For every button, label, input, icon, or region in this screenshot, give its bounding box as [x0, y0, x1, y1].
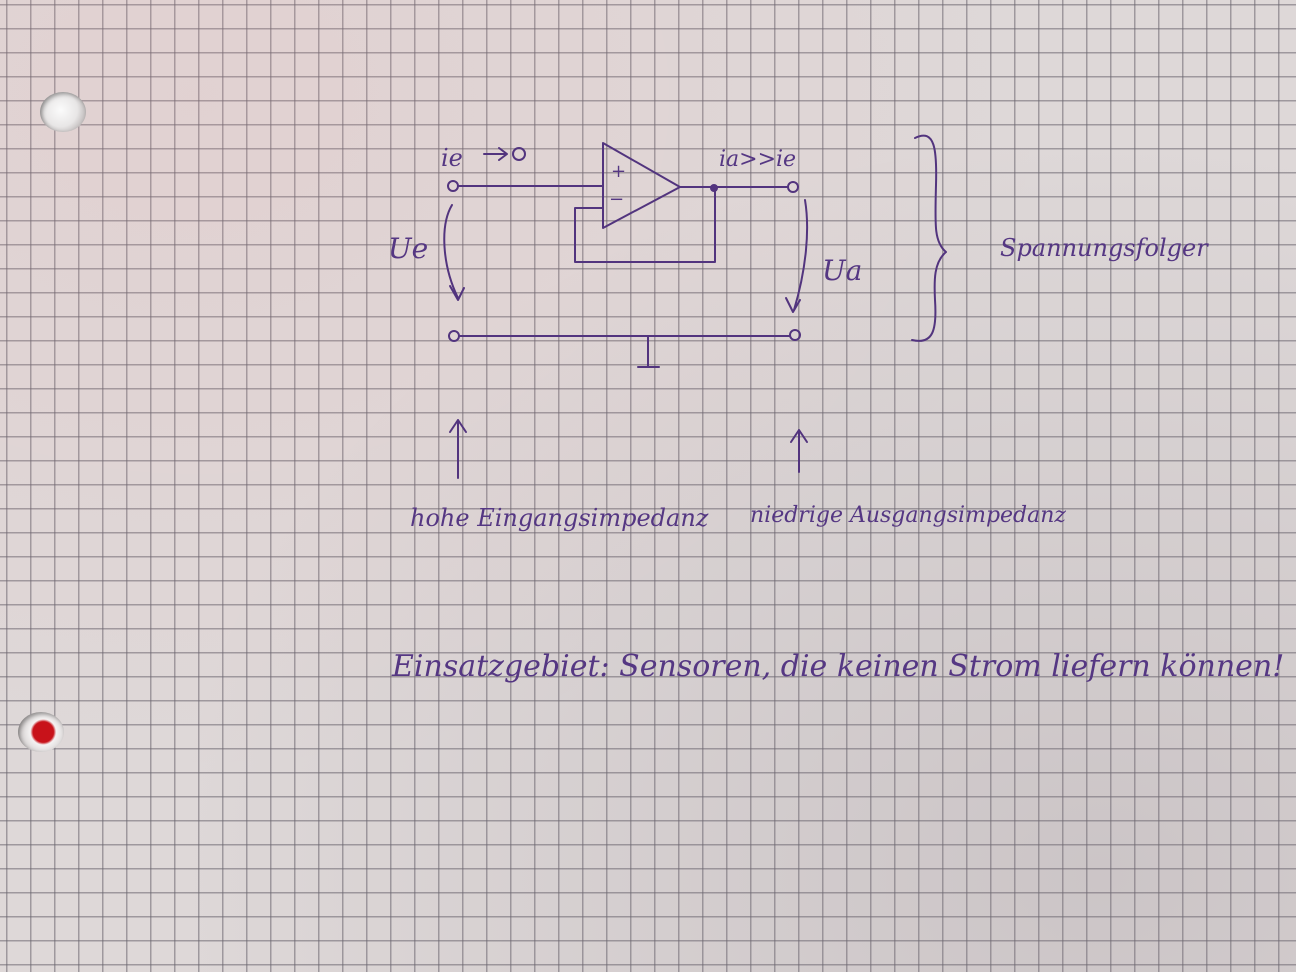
input-impedance-note: hohe Eingangsimpedanz — [410, 504, 709, 532]
input-voltage-arrowhead — [449, 285, 465, 301]
input-voltage-arrow — [443, 204, 459, 299]
ground-terminal-right — [789, 329, 801, 341]
ground-terminal-left — [448, 330, 460, 342]
op-amp-triangle — [602, 142, 681, 229]
output-node — [710, 184, 718, 192]
curly-brace — [911, 134, 947, 342]
plus-sign: + — [611, 161, 626, 182]
binder-hole-bottom — [18, 712, 64, 752]
output-terminal — [787, 181, 799, 193]
application-footer: Einsatzgebiet: Sensoren, die keinen Stro… — [391, 649, 1284, 684]
output-pointer-arrow — [790, 429, 808, 473]
ia-label: ia>>ie — [719, 147, 796, 172]
ie-arrow — [483, 147, 508, 161]
ie-zero — [512, 147, 526, 161]
circuit-name-label: Spannungsfolger — [1000, 234, 1209, 262]
output-voltage-arrowhead — [785, 297, 801, 313]
input-terminal — [447, 180, 459, 192]
feedback-wire — [574, 187, 716, 263]
binder-hole-top — [40, 92, 86, 132]
input-voltage-label: Ue — [388, 232, 428, 265]
minus-sign: − — [609, 189, 624, 210]
ie-label: ie — [441, 144, 463, 172]
output-voltage-arrow — [793, 199, 809, 311]
output-impedance-note: niedrige Ausgangsimpedanz — [750, 503, 1066, 528]
input-pointer-arrow — [449, 419, 467, 479]
output-voltage-label: Ua — [822, 254, 862, 287]
